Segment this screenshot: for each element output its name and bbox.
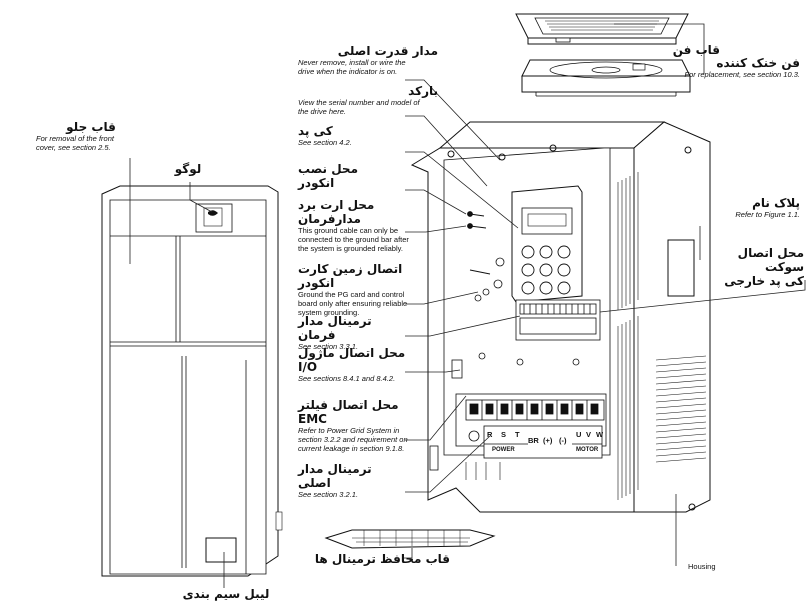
terminal-mark-s: S — [501, 430, 507, 439]
terminal-mark-u: U — [576, 430, 582, 439]
io-module-title: محل اتصال ماژول I/O — [298, 346, 406, 374]
control-terminal-title: ترمینال مدار فرمان — [298, 314, 372, 342]
terminal-cover-title: قاب محافظ ترمینال ها — [314, 552, 450, 566]
encoder-card-ground-note-2: board only after ensuring reliable — [298, 299, 408, 308]
external-keypad-socket-line-2: کی پد خارجی — [724, 274, 804, 288]
nameplate-title: پلاک نام — [752, 196, 800, 210]
front-cover — [101, 185, 283, 577]
control-board-ground-title: محل ارت برد مدارفرمان — [298, 198, 375, 226]
cooling-fan — [521, 59, 691, 97]
front-cover-title: قاب جلو — [66, 120, 116, 134]
barcode-title: بارکد — [408, 84, 438, 98]
terminal-group-motor: MOTOR — [576, 447, 599, 453]
emc-filter-title: محل اتصال فیلتر EMC — [298, 398, 399, 426]
control-terminal-label: ترمینال مدار فرمان See section 3.3.1. — [298, 314, 408, 351]
terminal-mark-r: R — [487, 430, 493, 439]
keypad — [511, 185, 583, 303]
front-cover-note-1: For removal of the front — [36, 134, 114, 143]
nameplate-note: Refer to Figure 1.1. — [735, 210, 800, 219]
control-board-ground-note-1: This ground cable can only be — [298, 226, 399, 235]
barcode-note-2: the drive here. — [298, 107, 346, 116]
logo-title: لوگو — [174, 162, 202, 176]
terminal-mark-minus: (-) — [559, 436, 567, 445]
io-module-label: محل اتصال ماژول I/O See sections 8.4.1 a… — [298, 346, 418, 383]
keypad-note: See section 4.2. — [298, 138, 352, 147]
main-terminal-label: ترمینال مدار اصلی See section 3.2.1. — [298, 462, 408, 499]
housing-label: Housing — [688, 562, 738, 571]
control-board-ground-label: محل ارت برد مدارفرمان This ground cable … — [298, 198, 418, 253]
fan-cover-title: قاب فن — [672, 43, 720, 57]
encoder-card-ground-note-1: Ground the PG card and control — [298, 290, 405, 299]
main-power-indicator-label: مدار قدرت اصلی Never remove, install or … — [298, 44, 438, 76]
main-power-indicator-note-2: drive when the indicator is on. — [298, 67, 398, 76]
emc-filter-note-1: Refer to Power Grid System in — [298, 426, 400, 435]
emc-filter-note-2: section 3.2.2 and requirement on — [298, 435, 408, 444]
wiring-label-title: لیبل سیم بندی — [182, 587, 270, 601]
keypad-label: کی پد See section 4.2. — [298, 124, 398, 147]
control-board-ground-note-3: the system is grounded reliably. — [298, 244, 403, 253]
keypad-title: کی پد — [298, 124, 333, 138]
main-terminal-note: See section 3.2.1. — [298, 490, 359, 499]
terminal-group-power: POWER — [492, 447, 515, 453]
terminal-mark-plus: (+) — [543, 436, 553, 445]
io-module-note: See sections 8.4.1 and 8.4.2. — [298, 374, 396, 383]
nameplate-label: پلاک نام Refer to Figure 1.1. — [710, 196, 800, 219]
wiring-label-label: لیبل سیم بندی — [176, 587, 276, 601]
barcode-note-1: View the serial number and model of — [298, 98, 420, 107]
front-cover-note-2: cover, see section 2.5. — [36, 143, 111, 152]
terminal-mark-v: V — [586, 430, 592, 439]
emc-filter-note-3: current leakage in section 9.1.8. — [298, 444, 405, 453]
barcode-label: بارکد View the serial number and model o… — [298, 84, 438, 116]
housing-title: Housing — [688, 562, 716, 571]
main-terminal-block — [465, 399, 605, 480]
cooling-fan-label: فن خنک کننده For replacement, see sectio… — [640, 56, 800, 79]
leader-lines — [129, 23, 806, 588]
terminal-mark-br: BR — [528, 436, 539, 445]
fan-cover-label: قاب فن — [650, 43, 720, 57]
terminal-cover-part — [324, 529, 496, 549]
front-cover-label: قاب جلو For removal of the front cover, … — [36, 120, 146, 152]
external-keypad-socket-label: محل اتصال سوکت کی پد خارجی — [700, 246, 804, 288]
main-terminal-title: ترمینال مدار اصلی — [298, 462, 372, 490]
main-power-indicator-note-1: Never remove, install or wire the — [298, 58, 406, 67]
external-keypad-socket-line-1: محل اتصال سوکت — [737, 246, 804, 274]
encoder-card-ground-note-3: system grounding. — [298, 308, 360, 317]
main-power-indicator-title: مدار قدرت اصلی — [337, 44, 438, 58]
logo-label: لوگو — [168, 162, 208, 176]
terminal-cover-label: قاب محافظ ترمینال ها — [300, 552, 450, 566]
terminal-mark-t: T — [515, 430, 520, 439]
encoder-mount-title: محل نصب انکودر — [298, 162, 358, 190]
control-board-ground-note-2: connected to the ground bar after — [298, 235, 409, 244]
emc-filter-label: محل اتصال فیلتر EMC Refer to Power Grid … — [298, 398, 428, 453]
terminal-mark-w: W — [596, 430, 604, 439]
cooling-fan-title: فن خنک کننده — [716, 56, 800, 70]
encoder-mount-label: محل نصب انکودر — [298, 162, 398, 190]
encoder-card-ground-label: اتصال زمین کارت انکودر Ground the PG car… — [298, 262, 418, 317]
fan-cover — [515, 13, 689, 45]
cooling-fan-note: For replacement, see section 10.3. — [684, 70, 800, 79]
encoder-card-ground-title: اتصال زمین کارت انکودر — [298, 262, 403, 290]
control-terminal-note: See section 3.3.1. — [298, 342, 359, 351]
